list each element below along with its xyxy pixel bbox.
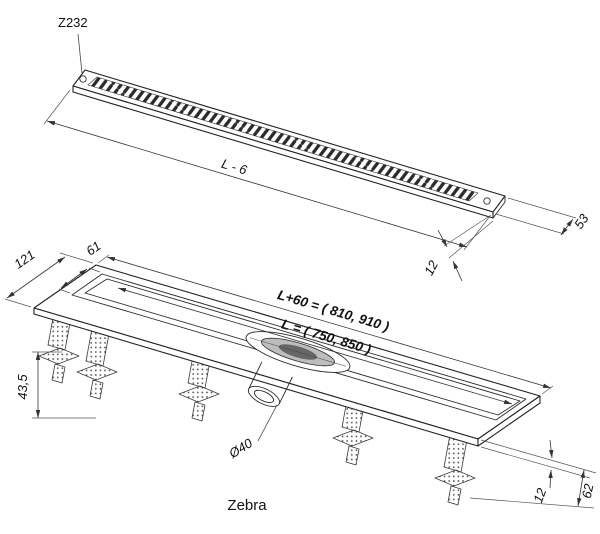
dim-grate-thickness: 12 <box>421 214 494 282</box>
dim-grate-length: L - 6 <box>43 89 491 251</box>
grate-isometric-view <box>72 69 506 219</box>
dim-flange-width-text: 121 <box>11 247 37 272</box>
dim-outlet-diameter: Ø40 <box>225 404 278 462</box>
grate-side-face <box>72 85 494 219</box>
dim-install-depth: 43,5 <box>15 351 96 419</box>
dim-edge-height: 12 <box>480 439 597 505</box>
dim-channel-inner-width-text: 61 <box>83 238 103 259</box>
dim-install-depth-text: 43,5 <box>15 374 30 400</box>
dim-body-height-text: 62 <box>579 482 597 500</box>
grate-screw-hole-left <box>79 75 87 83</box>
dim-grate-width: 53 <box>495 197 592 236</box>
dim-channel-inner-width: 61 <box>58 238 104 294</box>
dim-edge-height-text: 12 <box>530 485 549 504</box>
dim-outlet-diameter-text: Ø40 <box>225 435 255 462</box>
dim-body-height: 62 <box>469 469 597 509</box>
grate-end-face <box>492 196 506 219</box>
grate-screw-hole-right <box>483 197 491 205</box>
channel-end-face <box>477 395 541 447</box>
product-name-label: Zebra <box>227 497 267 514</box>
part-code-leader <box>77 33 83 74</box>
part-code-label: Z232 <box>58 15 88 30</box>
dim-grate-width-text: 53 <box>571 211 592 232</box>
grate-slot-field <box>87 76 479 202</box>
dim-grate-length-text: L - 6 <box>220 156 250 178</box>
dim-grate-thickness-text: 12 <box>421 257 441 277</box>
